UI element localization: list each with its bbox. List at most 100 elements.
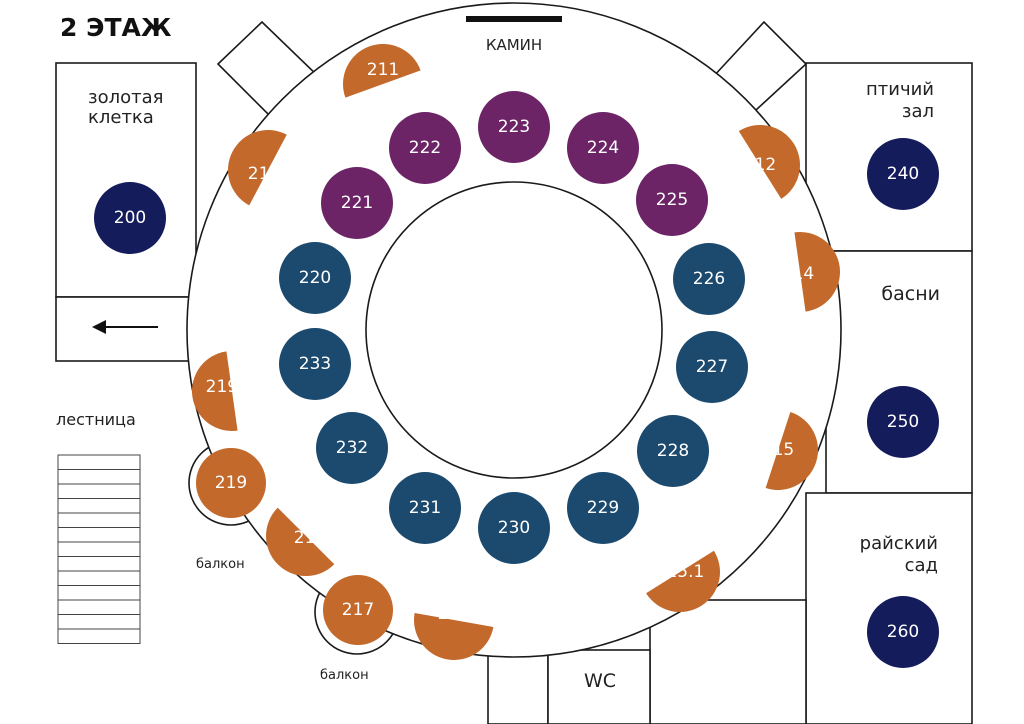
table-227[interactable]: 227 <box>676 331 748 403</box>
stair-step <box>57 469 141 485</box>
table-215-1-shape <box>646 550 720 612</box>
table-219-1[interactable]: 219.1 <box>187 351 255 436</box>
table-211[interactable]: 211 <box>332 33 421 98</box>
stair-step <box>57 541 141 557</box>
table-250[interactable]: 250 <box>867 386 939 458</box>
table-216-number: 216 <box>438 604 470 624</box>
table-224[interactable]: 224 <box>567 112 639 184</box>
table-233[interactable]: 233 <box>279 328 351 400</box>
table-210[interactable]: 210 <box>214 116 287 206</box>
table-260-shape <box>867 596 939 668</box>
inner-circle <box>365 181 663 479</box>
table-215-shape <box>765 411 818 490</box>
table-233-shape <box>279 328 351 400</box>
stair-step <box>57 570 141 586</box>
table-211-number: 211 <box>367 60 399 80</box>
table-221[interactable]: 221 <box>321 167 393 239</box>
table-240[interactable]: 240 <box>867 138 939 210</box>
table-225[interactable]: 225 <box>636 164 708 236</box>
table-229[interactable]: 229 <box>567 472 639 544</box>
stair-step <box>57 628 141 644</box>
room-bird-hall-label-2: зал <box>902 101 934 122</box>
table-260-number: 260 <box>887 622 919 642</box>
table-219-1-number: 219.1 <box>206 377 255 397</box>
stair-step <box>57 599 141 615</box>
table-219-number: 219 <box>215 473 247 493</box>
arrow-left-icon <box>92 320 158 334</box>
table-260[interactable]: 260 <box>867 596 939 668</box>
corridor-exit <box>55 296 197 362</box>
stair-step <box>57 498 141 514</box>
table-222-shape <box>389 112 461 184</box>
table-217[interactable]: 217 <box>323 575 393 645</box>
table-212-shape <box>738 125 800 199</box>
floor-title: 2 ЭТАЖ <box>60 13 172 42</box>
fireplace-label: КАМИН <box>486 36 542 54</box>
table-230[interactable]: 230 <box>478 492 550 564</box>
table-228[interactable]: 228 <box>637 415 709 487</box>
table-223-shape <box>478 91 550 163</box>
table-218[interactable]: 218 <box>249 507 335 593</box>
room-bird-hall-label-1: птичий <box>866 79 934 100</box>
table-219-shape <box>196 448 266 518</box>
table-215-1-number: 215.1 <box>656 562 705 582</box>
table-231-number: 231 <box>409 498 441 518</box>
table-218-number: 218 <box>294 528 326 548</box>
table-200-number: 200 <box>114 208 146 228</box>
room-service <box>649 599 807 724</box>
stairs-icon <box>57 454 141 644</box>
table-226[interactable]: 226 <box>673 243 745 315</box>
table-214-shape <box>794 232 840 312</box>
table-211-shape <box>343 44 421 98</box>
table-220-number: 220 <box>299 268 331 288</box>
room-paradise-label-2: сад <box>905 555 938 576</box>
table-215-1[interactable]: 215.1 <box>646 550 735 627</box>
stair-step <box>57 454 141 470</box>
table-215[interactable]: 215 <box>762 411 829 500</box>
room-golden-cage <box>55 62 197 298</box>
table-216-shape <box>414 613 494 660</box>
table-219-1-shape <box>192 351 238 431</box>
table-231[interactable]: 231 <box>389 472 461 544</box>
table-218-shape <box>266 507 335 576</box>
table-200-shape <box>94 182 166 254</box>
table-227-number: 227 <box>696 357 728 377</box>
room-fables <box>825 250 973 494</box>
wc-room <box>547 649 651 724</box>
room-golden-cage-label-2: клетка <box>88 107 154 128</box>
table-232-shape <box>316 412 388 484</box>
room-paradise-label-1: райский <box>860 533 938 554</box>
table-225-shape <box>636 164 708 236</box>
table-223-number: 223 <box>498 117 530 137</box>
stair-step <box>57 527 141 543</box>
table-212-number: 212 <box>744 155 776 175</box>
balcony-label-2: балкон <box>320 668 369 683</box>
stair-step <box>57 556 141 572</box>
table-232-number: 232 <box>336 438 368 458</box>
table-219[interactable]: 219 <box>196 448 266 518</box>
balcony-label-1: балкон <box>196 557 245 572</box>
table-214[interactable]: 214 <box>782 227 845 312</box>
table-216[interactable]: 216 <box>408 604 494 666</box>
table-222[interactable]: 222 <box>389 112 461 184</box>
room-golden-cage-label-1: золотая <box>88 87 163 108</box>
table-212[interactable]: 212 <box>738 110 815 199</box>
table-215-number: 215 <box>762 440 794 460</box>
table-210-number: 210 <box>248 164 280 184</box>
table-232[interactable]: 232 <box>316 412 388 484</box>
table-200[interactable]: 200 <box>94 182 166 254</box>
table-220[interactable]: 220 <box>279 242 351 314</box>
table-228-shape <box>637 415 709 487</box>
table-220-shape <box>279 242 351 314</box>
table-223[interactable]: 223 <box>478 91 550 163</box>
table-222-number: 222 <box>409 138 441 158</box>
table-230-shape <box>478 492 550 564</box>
table-221-number: 221 <box>341 193 373 213</box>
table-240-number: 240 <box>887 164 919 184</box>
table-224-shape <box>567 112 639 184</box>
table-230-number: 230 <box>498 518 530 538</box>
table-240-shape <box>867 138 939 210</box>
table-225-number: 225 <box>656 190 688 210</box>
